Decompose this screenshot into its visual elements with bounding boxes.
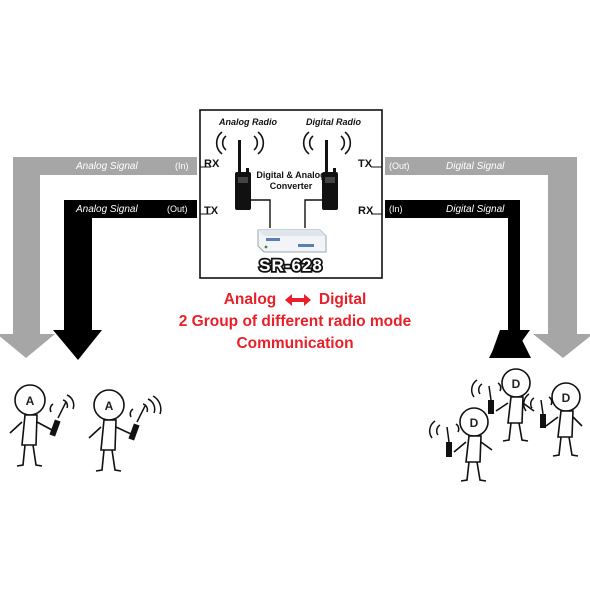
digital-radio-label: Digital Radio xyxy=(306,117,362,127)
digital-in-label: Digital Signal xyxy=(446,204,505,215)
digital-badge-2: D xyxy=(512,377,521,391)
analog-in-direction: (In) xyxy=(175,161,189,171)
analog-out-arrow: Analog Signal (Out) xyxy=(53,200,197,360)
analog-badge-2: A xyxy=(105,399,114,413)
caption-digital: Digital xyxy=(318,291,367,308)
port-rx-right: RX xyxy=(358,205,374,217)
caption-line3: Communication xyxy=(236,335,354,352)
port-rx-left: RX xyxy=(204,158,220,170)
port-tx-right: TX xyxy=(358,158,373,170)
digital-in-direction: (In) xyxy=(389,204,403,214)
caption-analog: Analog xyxy=(223,291,277,308)
analog-badge-1: A xyxy=(26,394,35,408)
caption-line2: 2 Group of different radio mode xyxy=(178,313,412,330)
analog-radio-icon xyxy=(215,131,265,210)
analog-in-label: Analog Signal xyxy=(75,161,138,172)
digital-out-label: Digital Signal xyxy=(446,161,505,172)
caption: Analog Digital 2 Group of different radi… xyxy=(0,289,590,355)
digital-radio-icon xyxy=(302,131,352,210)
digital-user-1: D xyxy=(428,407,493,482)
digital-badge-3: D xyxy=(562,391,571,405)
analog-out-direction: (Out) xyxy=(167,204,188,214)
digital-in-arrow: (In) Digital Signal xyxy=(385,200,531,358)
digital-out-direction: (Out) xyxy=(389,161,410,171)
analog-in-arrow: Analog Signal (In) xyxy=(0,157,197,358)
analog-user-1: A xyxy=(9,384,75,467)
converter-device-icon xyxy=(257,229,327,253)
model-label: SR-628 xyxy=(259,256,323,275)
converter-title-line2: Converter xyxy=(270,181,313,191)
digital-out-arrow: (Out) Digital Signal xyxy=(385,157,590,358)
digital-badge-1: D xyxy=(470,416,479,430)
digital-user-3: D xyxy=(522,382,583,457)
digital-user-2: D xyxy=(470,368,535,442)
caption-line1: Analog Digital xyxy=(0,289,590,311)
analog-user-2: A xyxy=(88,389,162,472)
analog-radio-label: Analog Radio xyxy=(218,117,278,127)
port-tx-left: TX xyxy=(204,205,219,217)
double-arrow-icon xyxy=(284,293,311,306)
converter-title-line1: Digital & Analog xyxy=(256,170,325,180)
analog-out-label: Analog Signal xyxy=(75,204,138,215)
device-box: Analog Radio Digital Radio RX TX TX RX D… xyxy=(199,109,383,279)
